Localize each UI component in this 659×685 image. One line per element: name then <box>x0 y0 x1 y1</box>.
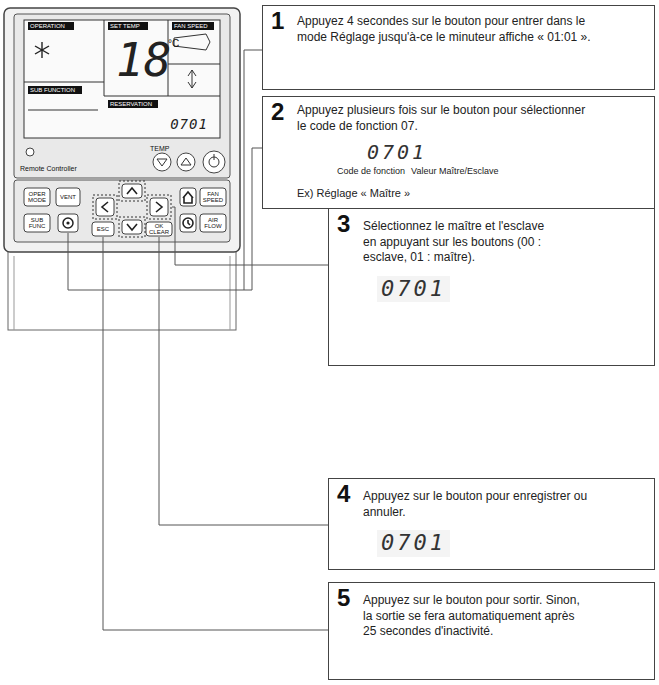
illustration-stroke <box>168 64 220 65</box>
button-caption: TEMP <box>150 144 180 153</box>
illustration-stroke <box>26 148 34 156</box>
illustration-stroke <box>66 221 69 224</box>
illustration-stroke <box>127 224 137 230</box>
leader-line <box>68 50 262 290</box>
illustration-stroke <box>200 188 226 206</box>
illustration-stroke <box>93 195 117 219</box>
illustration-stroke <box>102 202 108 212</box>
illustration-stroke <box>122 220 142 234</box>
illustration-stroke <box>35 46 49 54</box>
illustration-stroke <box>200 214 226 232</box>
illustration-stroke <box>119 217 145 237</box>
step-instruction: Sélectionnez le maître et l'esclave en a… <box>363 219 550 266</box>
illustration-stroke <box>104 20 105 96</box>
illustration-stroke <box>63 218 73 228</box>
display-code: 0701 <box>377 276 450 302</box>
button-label: SUB FUNC <box>24 214 50 232</box>
illustration-stroke <box>35 46 49 54</box>
leader-line <box>103 237 328 630</box>
illustration-stroke <box>180 214 196 232</box>
illustration-group <box>35 42 49 58</box>
button-label: AIR FLOW <box>200 214 226 232</box>
illustration-stroke <box>104 96 220 97</box>
illustration-stroke <box>150 198 168 216</box>
illustration-stroke <box>24 20 220 138</box>
illustration-stroke <box>24 214 50 232</box>
step-number: 3 <box>337 212 350 236</box>
step-number: 1 <box>271 9 284 33</box>
display-code: 0701 <box>367 140 594 164</box>
illustration-stroke <box>203 151 225 173</box>
illustration-stroke <box>127 188 137 194</box>
illustration-stroke <box>230 256 231 330</box>
illustration-stroke <box>177 153 195 171</box>
button-label: ESC <box>92 222 114 236</box>
lcd-code: 0701 <box>164 116 214 132</box>
illustration-stroke <box>174 34 210 50</box>
illustration-stroke <box>14 180 230 242</box>
illustration-stroke <box>183 218 193 228</box>
step-box: 2 Appuyez plusieurs fois sur le bouton po… <box>262 96 655 209</box>
step-box: 4 Appuyez sur le bouton pour enregistrer … <box>328 478 655 570</box>
step-number: 5 <box>337 586 350 610</box>
illustration-stroke <box>188 70 196 88</box>
illustration-stroke <box>56 188 80 206</box>
button-label: OK CLEAR <box>146 222 172 236</box>
illustration-stroke <box>24 188 50 206</box>
temperature-unit: °C <box>168 38 184 50</box>
illustration-stroke <box>119 181 145 201</box>
step-instruction: Appuyez sur le bouton pour enregistrer o… <box>363 489 590 520</box>
step-box: 5 Appuyez sur le bouton pour sortir. Sino… <box>328 582 655 680</box>
illustration-stroke <box>14 14 230 178</box>
illustration-stroke <box>214 154 215 160</box>
step-number: 4 <box>337 482 350 506</box>
example-note: Ex) Réglage « Maître » <box>297 186 594 200</box>
illustration-stroke <box>8 248 236 330</box>
step-box: 1 Appuyez 4 secondes sur le bouton pour e… <box>262 5 655 90</box>
illustration-stroke <box>157 159 167 166</box>
step-instruction: Appuyez plusieurs fois sur le bouton pou… <box>297 103 594 134</box>
button-label: VENT <box>56 188 80 206</box>
step-number: 2 <box>271 100 284 124</box>
illustration-group <box>102 188 193 230</box>
illustration-stroke <box>156 202 162 212</box>
illustration-stroke <box>122 184 142 198</box>
lcd-tag: SET TEMP <box>108 22 148 30</box>
illustration-stroke <box>180 188 196 206</box>
illustration-stroke <box>96 198 114 216</box>
lcd-tag: RESERVATION <box>108 100 158 108</box>
leader-line <box>244 148 262 290</box>
illustration-group <box>93 181 171 237</box>
lcd-tag: OPERATION <box>28 22 74 30</box>
display-caption: Code de fonction <box>337 166 405 177</box>
step-box: 3 Sélectionnez le maître et l'esclave en … <box>328 208 655 366</box>
button-label: OPER MODE <box>24 188 50 206</box>
illustration-stroke <box>92 222 114 236</box>
display-code: 0701 <box>377 530 450 556</box>
illustration-stroke <box>188 220 190 225</box>
step-instruction: Appuyez 4 secondes sur le bouton pour en… <box>297 14 594 45</box>
illustration-stroke <box>183 192 193 203</box>
lcd-tag: SUB FUNCTION <box>28 86 82 94</box>
leader-line <box>159 237 328 525</box>
illustration-stroke <box>147 195 171 219</box>
illustration-stroke <box>28 110 98 111</box>
lcd-tag: FAN SPEED <box>172 22 214 30</box>
illustration-stroke <box>24 82 104 83</box>
illustration-group <box>24 184 226 236</box>
display-caption: Valeur Maître/Esclave <box>411 166 498 177</box>
step-instruction: Appuyez sur le bouton pour sortir. Sinon… <box>363 593 590 640</box>
button-label: FAN SPEED <box>200 188 226 206</box>
set-temperature: 18 <box>116 34 171 86</box>
illustration-stroke <box>181 158 191 165</box>
leader-line <box>172 207 328 265</box>
illustration-stroke <box>4 8 240 252</box>
led-caption: Remote Controller <box>20 164 90 173</box>
illustration-stroke <box>14 256 15 330</box>
illustration-stroke <box>146 222 172 236</box>
illustration-stroke <box>153 153 171 171</box>
illustration-stroke <box>58 214 78 232</box>
